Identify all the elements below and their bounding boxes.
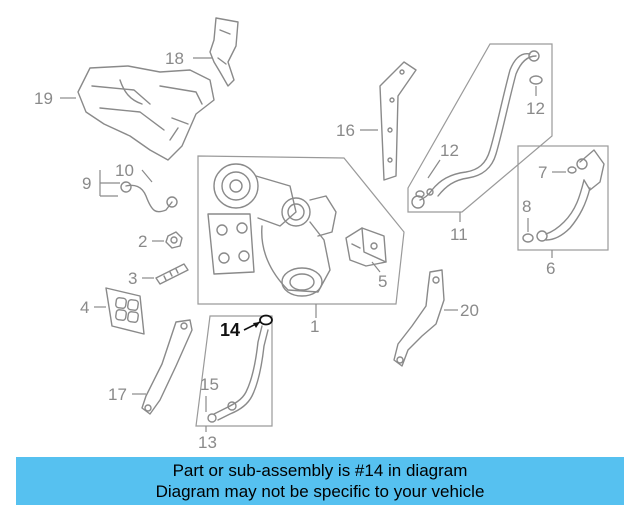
part-20-bracket[interactable] xyxy=(393,269,445,367)
part-17-bracket[interactable] xyxy=(141,319,193,415)
part-19-heat-shield[interactable] xyxy=(77,65,215,161)
banner-line-1: Part or sub-assembly is #14 in diagram xyxy=(172,461,468,480)
label-7: 7 xyxy=(538,163,547,182)
label-20: 20 xyxy=(460,301,479,320)
label-8: 8 xyxy=(522,197,531,216)
part-2-nut[interactable] xyxy=(165,231,183,249)
label-17: 17 xyxy=(108,385,127,404)
part-11-line[interactable] xyxy=(411,50,540,209)
label-12-upper: 12 xyxy=(526,99,545,118)
banner-line-2: Diagram may not be specific to your vehi… xyxy=(155,482,485,501)
label-12-lower: 12 xyxy=(440,141,459,160)
assembly-6-frame xyxy=(517,145,609,251)
part-16-gasket[interactable] xyxy=(379,61,417,181)
part-13-oil-line[interactable] xyxy=(207,325,269,423)
part-1-turbocharger[interactable] xyxy=(207,163,337,297)
label-6: 6 xyxy=(546,259,555,278)
label-11: 11 xyxy=(450,225,468,244)
part-4-gasket[interactable] xyxy=(105,287,145,335)
label-9: 9 xyxy=(82,174,91,193)
assembly-13-frame xyxy=(195,315,273,427)
arrow-14-icon xyxy=(253,322,260,328)
assembly-11-frame xyxy=(407,43,553,213)
part-12-seal-upper[interactable] xyxy=(529,75,543,85)
info-banner: Part or sub-assembly is #14 in diagram D… xyxy=(16,457,624,505)
part-12-seal-lower[interactable] xyxy=(415,190,425,198)
parts-diagram: 18 19 9 10 2 3 4 xyxy=(34,17,609,452)
label-19: 19 xyxy=(34,89,53,108)
label-4: 4 xyxy=(80,298,89,317)
part-7-seal[interactable] xyxy=(567,166,577,174)
label-14: 14 xyxy=(220,320,240,340)
part-18-bracket[interactable] xyxy=(209,17,239,87)
label-15: 15 xyxy=(200,375,219,394)
label-3: 3 xyxy=(128,269,137,288)
assembly-1-frame xyxy=(197,155,405,305)
label-5: 5 xyxy=(378,272,387,291)
part-3-stud[interactable] xyxy=(155,263,189,285)
label-16: 16 xyxy=(336,121,355,140)
part-14-seal[interactable] xyxy=(259,314,273,326)
part-5-actuator[interactable] xyxy=(345,227,387,267)
label-10: 10 xyxy=(115,161,134,180)
label-13: 13 xyxy=(198,433,217,452)
label-18: 18 xyxy=(165,49,184,68)
part-10-oil-line[interactable] xyxy=(120,181,178,213)
part-6-coolant-line[interactable] xyxy=(536,149,605,242)
part-8-seal[interactable] xyxy=(522,233,534,243)
label-1: 1 xyxy=(310,317,319,336)
label-2: 2 xyxy=(138,232,147,251)
